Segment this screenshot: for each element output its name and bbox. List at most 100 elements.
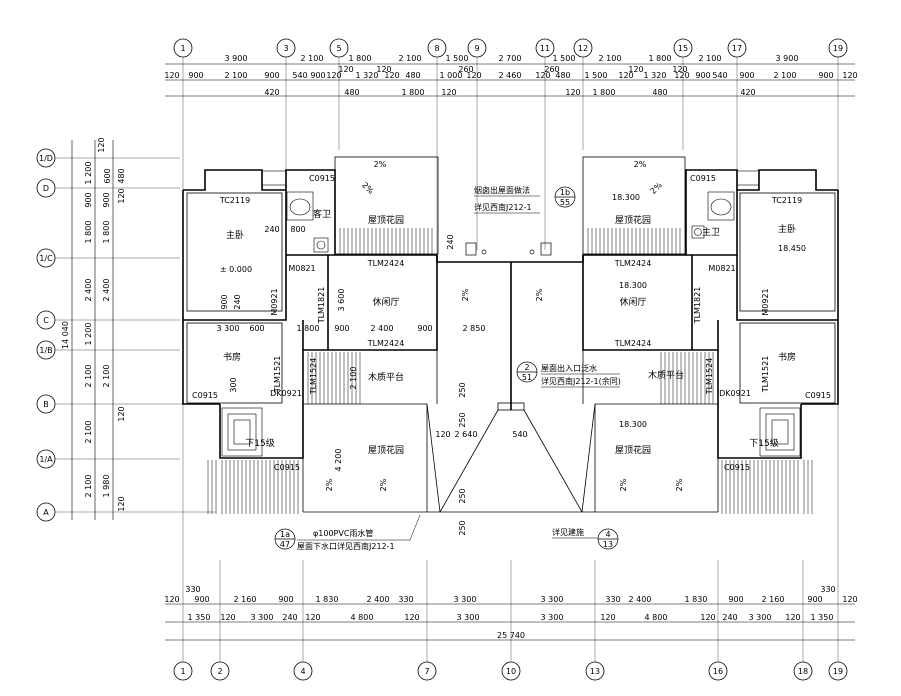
dim-top-2100-d: 2 100 (699, 54, 722, 63)
code-tlm1821-left: TLM1821 (317, 287, 326, 325)
dim-top-2100-b: 2 100 (399, 54, 422, 63)
slope-1: 2% (374, 160, 387, 169)
room-guest-bath: 客卫 (313, 208, 331, 220)
code-tc2119-right: TC2119 (771, 196, 802, 205)
dim-top-2100-a: 2 100 (301, 54, 324, 63)
code-tlm2424-tr: TLM2424 (614, 259, 652, 268)
axis-left-C: C (43, 316, 49, 325)
bdim2-120-b: 120 (305, 613, 320, 622)
axis-top-8: 8 (434, 44, 439, 53)
ref-4: 4 (605, 530, 610, 539)
bath-fixtures (261, 170, 760, 253)
room-roof-garden-bl: 屋顶花园 (368, 444, 404, 456)
axis-left-1B: 1/B (39, 346, 52, 355)
slope-3: 2% (634, 160, 647, 169)
dim2-1320-a: 1 320 (356, 71, 379, 80)
dim2-2100-a: 2 100 (225, 71, 248, 80)
bdim2-1350-b: 1 350 (811, 613, 834, 622)
axis-lines (55, 57, 839, 662)
ldim-600: 600 (103, 168, 112, 183)
ldim-900-b: 900 (102, 192, 111, 207)
stairs-down-left: 下15级 (245, 437, 274, 449)
axis-top-11: 11 (540, 44, 550, 53)
idim-120: 120 (435, 430, 450, 439)
room-master-right: 主卧 (778, 223, 796, 235)
code-m0921-right: M0921 (761, 288, 770, 315)
ldim-120-c: 120 (117, 496, 126, 511)
detail-ref-bubbles (274, 186, 619, 550)
inner-walls (186, 156, 836, 513)
bdim1-3300-a: 3 300 (454, 595, 477, 604)
dim3-1800-a: 1 800 (402, 88, 425, 97)
dim3-480-b: 480 (652, 88, 667, 97)
dim3-420-a: 420 (264, 88, 279, 97)
dim-top-2100-c: 2 100 (599, 54, 622, 63)
room-master-bath: 主卫 (702, 226, 720, 238)
level-18300-mid: 18.300 (619, 281, 647, 290)
idim-2400: 2 400 (371, 324, 394, 333)
axis-top-3: 3 (283, 44, 288, 53)
ldim-2400-b: 2 400 (102, 279, 111, 302)
idim-1800: 1 800 (297, 324, 320, 333)
idim-250d: 250 (458, 520, 467, 535)
dim2-120-g: 120 (674, 71, 689, 80)
dim3-420-b: 420 (740, 88, 755, 97)
dim2-540-a: 540 (292, 71, 307, 80)
code-c0915-tr: C0915 (690, 174, 716, 183)
axis-left-1A: 1/A (39, 455, 53, 464)
left-dimension-lines (71, 140, 114, 520)
code-c0915-bl: C0915 (274, 463, 300, 472)
idim-240b: 240 (233, 294, 242, 309)
idim-600: 600 (249, 324, 264, 333)
bdim1-120-b: 120 (842, 595, 857, 604)
dim3-480-a: 480 (344, 88, 359, 97)
axis-bottom-7: 7 (424, 667, 429, 676)
code-m0821-right: M0821 (708, 264, 735, 273)
code-c0915-mr: C0915 (805, 391, 831, 400)
code-tlm2424-br: TLM2424 (614, 339, 652, 348)
dim2-900-a: 900 (188, 71, 203, 80)
room-leisure-left: 休闲厅 (372, 296, 399, 308)
dim3-1800-b: 1 800 (593, 88, 616, 97)
bdim2-120-d: 120 (600, 613, 615, 622)
bdim2-4800-b: 4 800 (645, 613, 668, 622)
dim3-260-a: 260 (458, 65, 473, 74)
ldim-120-b: 120 (117, 188, 126, 203)
stairs-down-right: 下15级 (749, 437, 778, 449)
bdim2-120-e: 120 (700, 613, 715, 622)
room-deck-right: 木质平台 (648, 369, 684, 381)
ldim-1200-b: 1 200 (84, 323, 93, 346)
ref-55: 55 (560, 198, 570, 207)
bdim-330-l: 330 (185, 585, 200, 594)
room-roof-garden-tr: 屋顶花园 (615, 214, 651, 226)
idim-300: 300 (229, 377, 238, 392)
idim-3300: 3 300 (217, 324, 240, 333)
code-tlm1521-right: TLM1521 (761, 356, 770, 394)
ref-13: 13 (603, 540, 613, 549)
code-tlm2424-bl: TLM2424 (367, 339, 405, 348)
dim-top-3900-l: 3 900 (225, 54, 248, 63)
level-18300-top: 18.300 (612, 193, 640, 202)
dim2-120-c: 120 (384, 71, 399, 80)
axis-bottom-4: 4 (300, 667, 305, 676)
idim-250a: 250 (458, 382, 467, 397)
code-tc2119-left: TC2119 (219, 196, 250, 205)
axis-bottom-13: 13 (590, 667, 600, 676)
bdim-total: 25 740 (497, 631, 525, 640)
dim3-120-d: 120 (565, 88, 580, 97)
dim2-480-b: 480 (555, 71, 570, 80)
code-m0821-left: M0821 (288, 264, 315, 273)
axis-bottom-16: 16 (713, 667, 723, 676)
slope-7: 2% (325, 478, 334, 491)
code-c0915-ml: C0915 (192, 391, 218, 400)
bdim1-900-d: 900 (807, 595, 822, 604)
dim2-540-b: 540 (712, 71, 727, 80)
bdim2-3300-d: 3 300 (749, 613, 772, 622)
axis-bottom-1: 1 (180, 667, 185, 676)
bdim1-3300-b: 3 300 (541, 595, 564, 604)
code-tlm1524-left: TLM1524 (309, 358, 318, 396)
bdim2-3300-a: 3 300 (251, 613, 274, 622)
stairs (221, 407, 801, 457)
dim3-120-c: 120 (441, 88, 456, 97)
dim2-480-a: 480 (405, 71, 420, 80)
